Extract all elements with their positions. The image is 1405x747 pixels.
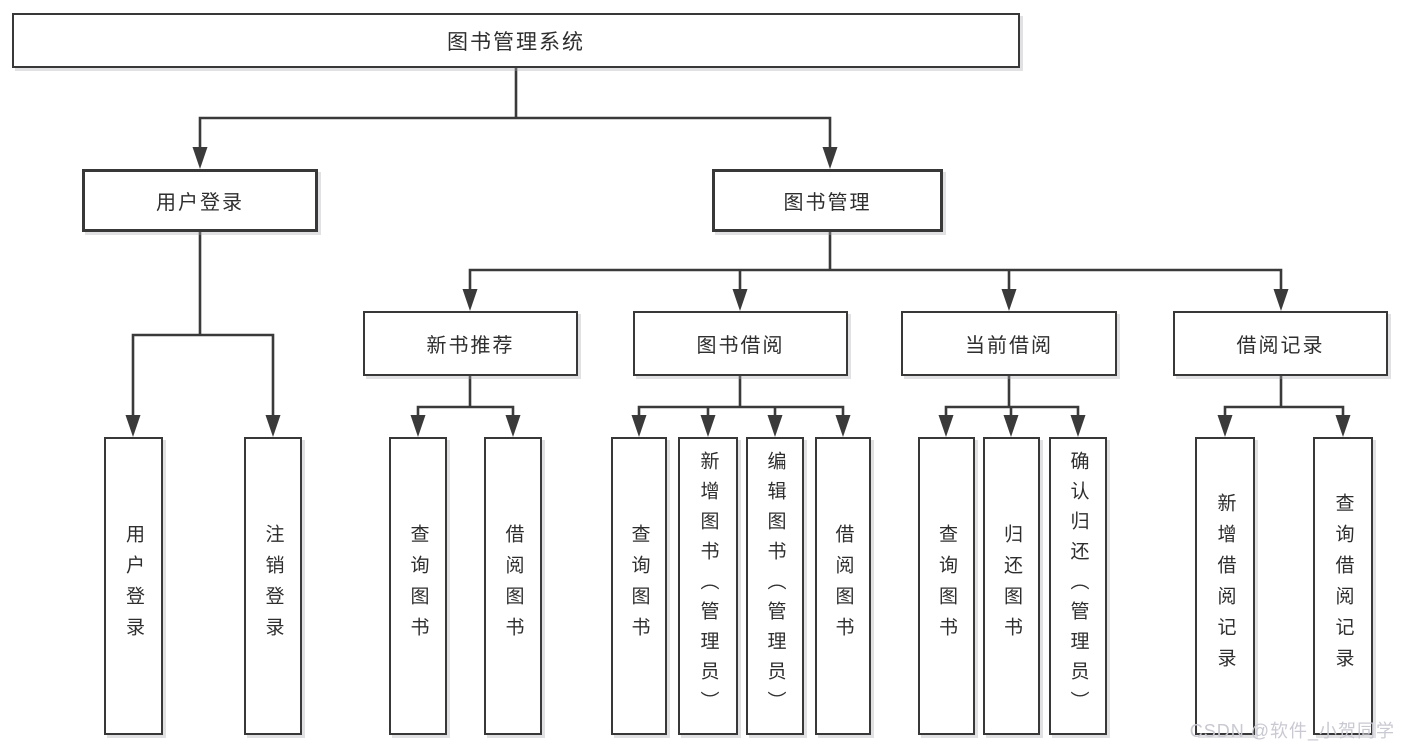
- node-label: 查询图书: [407, 524, 429, 648]
- leaf-borrow-book: 借阅图书: [815, 437, 871, 735]
- node-label: 图书借阅: [696, 335, 785, 357]
- leaf-query-book-current: 查询图书: [918, 437, 975, 735]
- connector-userlogin-to-leaves: [125, 232, 281, 437]
- node-user-login: 用户登录: [82, 169, 318, 232]
- leaf-return-book: 归还图书: [983, 437, 1040, 735]
- leaf-borrow-book-recommend: 借阅图书: [484, 437, 542, 735]
- leaf-query-book-recommend: 查询图书: [389, 437, 447, 735]
- connector-bookmgmt-to-level3: [462, 232, 1289, 311]
- node-borrow-records: 借阅记录: [1173, 311, 1388, 376]
- leaf-user-login: 用户登录: [104, 437, 163, 735]
- node-label: 确认归还（管理员）: [1067, 451, 1089, 721]
- node-book-borrowing: 图书借阅: [633, 311, 848, 376]
- node-label: 查询图书: [628, 524, 650, 648]
- node-label: 新增图书（管理员）: [697, 451, 719, 721]
- node-label: 当前借阅: [965, 335, 1053, 357]
- node-label: 图书管理: [783, 192, 872, 214]
- connector-newbook-to-leaves: [410, 376, 521, 437]
- node-label: 归还图书: [1001, 524, 1022, 648]
- leaf-query-borrow-record: 查询借阅记录: [1313, 437, 1373, 735]
- csdn-watermark: CSDN @软件_小贺同学: [1189, 721, 1395, 741]
- connector-root-to-level2: [192, 68, 838, 169]
- leaf-add-borrow-record: 新增借阅记录: [1195, 437, 1255, 735]
- leaf-confirm-return-admin: 确认归还（管理员）: [1049, 437, 1107, 735]
- node-label: 新书推荐: [426, 335, 515, 357]
- node-label: 编辑图书（管理员）: [764, 451, 786, 721]
- node-label: 查询图书: [936, 524, 957, 648]
- node-label: 新增借阅记录: [1214, 493, 1236, 679]
- leaf-logout: 注销登录: [244, 437, 302, 735]
- node-label: 用户登录: [156, 192, 244, 214]
- node-label: 借阅图书: [502, 524, 524, 648]
- node-library-system: 图书管理系统: [12, 13, 1020, 68]
- leaf-add-book-admin: 新增图书（管理员）: [678, 437, 738, 735]
- node-new-book-recommend: 新书推荐: [363, 311, 578, 376]
- node-label: 借阅记录: [1236, 335, 1325, 357]
- leaf-edit-book-admin: 编辑图书（管理员）: [746, 437, 804, 735]
- node-label: 注销登录: [262, 524, 284, 648]
- node-label: 图书管理系统: [447, 30, 585, 54]
- node-label: 查询借阅记录: [1332, 493, 1354, 679]
- connector-records-to-leaves: [1217, 376, 1351, 437]
- node-label: 借阅图书: [832, 524, 854, 648]
- node-current-borrowing: 当前借阅: [901, 311, 1117, 376]
- node-book-management: 图书管理: [712, 169, 943, 232]
- node-label: 用户登录: [123, 524, 144, 648]
- leaf-query-book-borrow: 查询图书: [611, 437, 667, 735]
- connector-borrow-to-leaves: [631, 376, 851, 437]
- connector-current-to-leaves: [938, 376, 1086, 437]
